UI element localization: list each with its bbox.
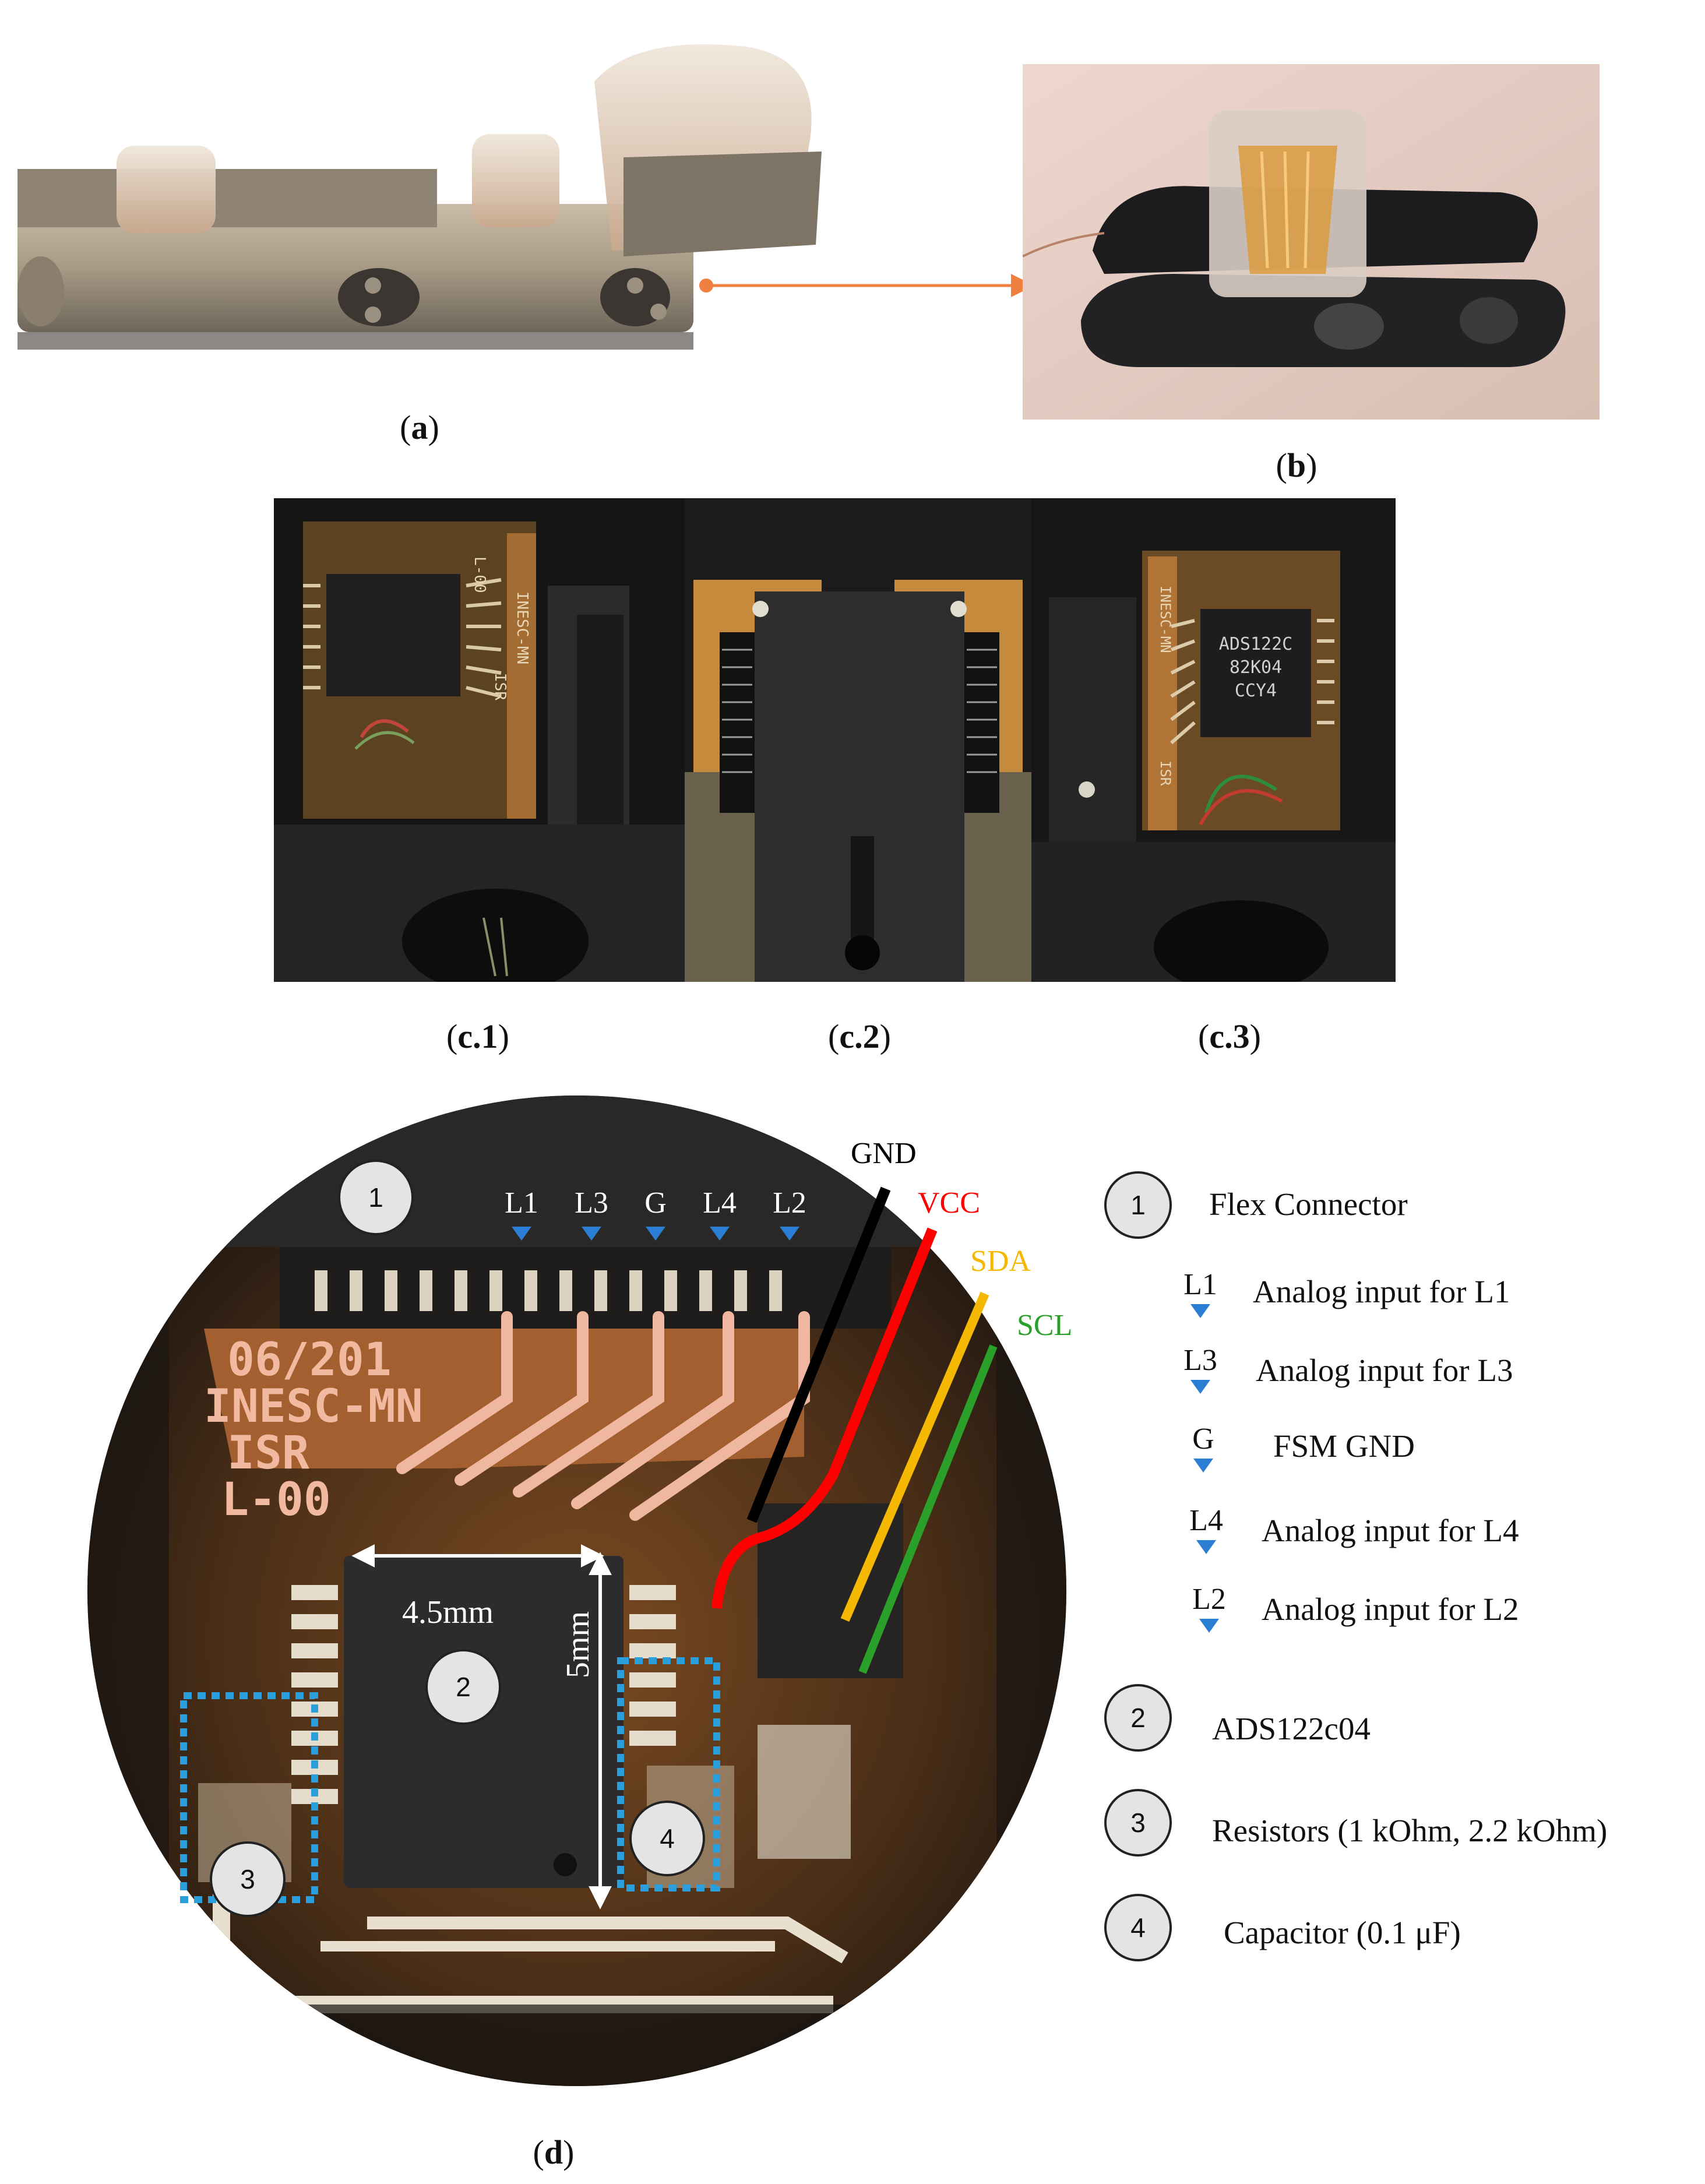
dimension-width-label: 4.5mm bbox=[402, 1594, 494, 1630]
legend-pin-marker-l3 bbox=[1190, 1380, 1210, 1394]
box-capacitor bbox=[617, 1657, 720, 1891]
flex-text-line2: INESC-MN bbox=[204, 1380, 423, 1433]
pin-marker-l4 bbox=[710, 1227, 730, 1241]
c3-chip-line1: ADS122C bbox=[1219, 634, 1292, 654]
pin-label-l4: L4 bbox=[703, 1186, 737, 1220]
pin-label-l1: L1 bbox=[505, 1186, 538, 1220]
caption-d: (d) bbox=[533, 2133, 575, 2171]
arrow-a-to-b bbox=[699, 274, 1034, 297]
pin-marker-l3 bbox=[582, 1227, 601, 1241]
legend-pin-l3: L3 bbox=[1183, 1344, 1217, 1377]
pin-marker-l2 bbox=[780, 1227, 799, 1241]
c3-chip-line2: 82K04 bbox=[1230, 657, 1282, 678]
legend-text-l2: Analog input for L2 bbox=[1262, 1591, 1519, 1627]
flex-text-line4: L-00 bbox=[221, 1474, 331, 1526]
caption-b: (b) bbox=[1276, 446, 1318, 484]
legend-text-l3: Analog input for L3 bbox=[1256, 1352, 1513, 1388]
legend-text-2: ADS122c04 bbox=[1212, 1711, 1371, 1746]
pin-label-l2: L2 bbox=[773, 1186, 806, 1220]
c1-l00-text: L-00 bbox=[471, 556, 488, 593]
legend-text-4: Capacitor (0.1 μF) bbox=[1224, 1915, 1461, 1950]
legend-text-l4: Analog input for L4 bbox=[1262, 1513, 1519, 1548]
legend-pin-marker-l1 bbox=[1190, 1304, 1210, 1318]
legend-text-g: FSM GND bbox=[1273, 1428, 1415, 1464]
wire-label-scl: SCL bbox=[1017, 1309, 1073, 1342]
legend-pin-marker-l4 bbox=[1196, 1540, 1216, 1554]
wire-gnd bbox=[746, 1186, 891, 1523]
diagram-d-overlay bbox=[180, 1186, 998, 1910]
marker-2: 2 bbox=[425, 1649, 501, 1725]
c1-flex-text: INESC-MN bbox=[513, 591, 531, 664]
photo-a-robotic-finger bbox=[17, 23, 839, 379]
dimension-height-label: 5mm bbox=[560, 1611, 596, 1678]
caption-c3: (c.3) bbox=[1198, 1017, 1261, 1055]
legend-pin-l2: L2 bbox=[1192, 1583, 1226, 1616]
flex-text-line1: 06/201 bbox=[227, 1334, 392, 1386]
pin-label-l3: L3 bbox=[575, 1186, 608, 1220]
caption-a: (a) bbox=[400, 408, 439, 446]
caption-c2: (c.2) bbox=[828, 1017, 891, 1055]
legend-pin-l1: L1 bbox=[1183, 1268, 1217, 1301]
flex-text-line3: ISR bbox=[227, 1427, 309, 1480]
legend-pin-g: G bbox=[1192, 1422, 1214, 1456]
legend-marker-2: 2 bbox=[1104, 1684, 1172, 1752]
marker-3: 3 bbox=[210, 1841, 286, 1917]
wire-label-vcc: VCC bbox=[918, 1186, 980, 1220]
c3-isr-text: ISR bbox=[1157, 760, 1174, 786]
legend-marker-1: 1 bbox=[1104, 1171, 1172, 1239]
legend-pin-l4: L4 bbox=[1189, 1504, 1223, 1537]
marker-1: 1 bbox=[338, 1160, 414, 1235]
photo-b-sensor-prototype bbox=[1023, 64, 1600, 420]
c3-flex-text: INESC-MN bbox=[1157, 586, 1174, 653]
pin-label-g: G bbox=[644, 1186, 667, 1220]
wire-label-sda: SDA bbox=[970, 1245, 1031, 1278]
legend-text-3: Resistors (1 kOhm, 2.2 kOhm) bbox=[1212, 1813, 1608, 1848]
c3-chip-line3: CCY4 bbox=[1235, 681, 1277, 701]
photo-c2-connector-side bbox=[685, 498, 1031, 982]
legend-text-l1: Analog input for L1 bbox=[1253, 1274, 1510, 1309]
photo-d-circuit-closeup: 06/201 INESC-MN ISR L-00 bbox=[87, 1095, 1066, 2086]
legend-pin-marker-g bbox=[1193, 1459, 1213, 1473]
pin-marker-l1 bbox=[512, 1227, 531, 1241]
c1-isr-text: ISR bbox=[491, 673, 509, 700]
marker-4: 4 bbox=[629, 1801, 705, 1876]
caption-c1: (c.1) bbox=[446, 1017, 509, 1055]
pin-marker-g bbox=[646, 1227, 665, 1241]
legend-marker-4: 4 bbox=[1104, 1894, 1172, 1961]
wire-scl bbox=[858, 1344, 998, 1674]
photo-c1-board-front: INESC-MN ISR L-00 bbox=[274, 498, 685, 982]
legend-text-1: Flex Connector bbox=[1209, 1186, 1408, 1222]
photo-c3-board-back: ADS122C 82K04 CCY4 INESC-MN ISR bbox=[1031, 498, 1396, 982]
legend-pin-marker-l2 bbox=[1199, 1619, 1219, 1633]
legend-marker-3: 3 bbox=[1104, 1789, 1172, 1857]
wire-label-gnd: GND bbox=[851, 1137, 917, 1170]
wire-sda bbox=[840, 1291, 989, 1622]
wire-vcc bbox=[711, 1227, 938, 1609]
